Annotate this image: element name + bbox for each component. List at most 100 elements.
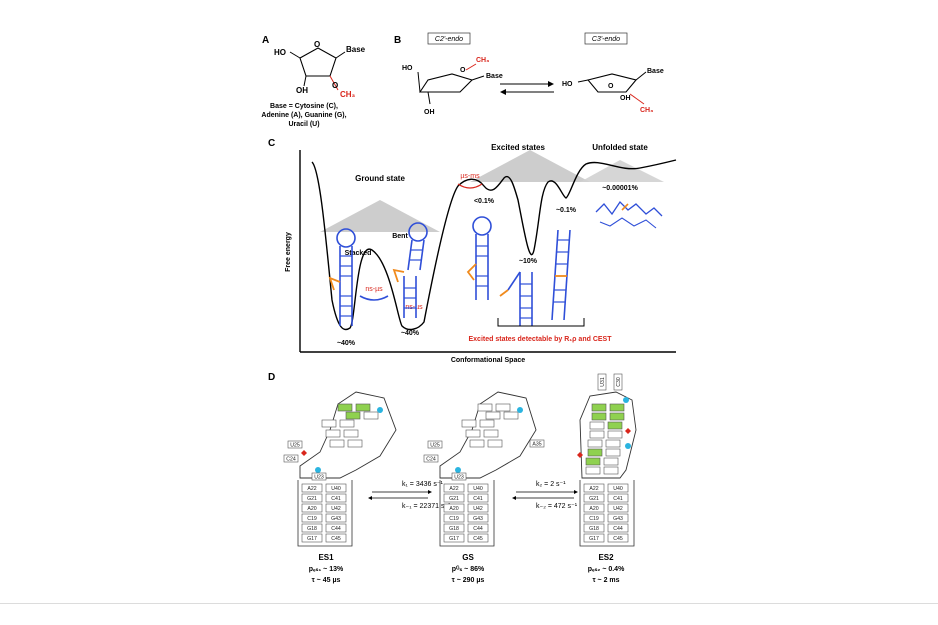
ho-label-b2: HO — [562, 81, 573, 88]
energy-landscape-curve — [311, 159, 677, 331]
es1-population: pₑₛ₁ ~ 13% — [309, 566, 344, 573]
svg-text:G21: G21 — [307, 496, 317, 502]
es1-red-mark — [301, 450, 307, 456]
svg-text:G21: G21 — [589, 496, 599, 502]
base-label-b2: Base — [647, 68, 664, 75]
svg-text:G43: G43 — [331, 516, 341, 522]
panel-d-label: D — [268, 372, 275, 383]
oh-label-b2: OH — [620, 95, 631, 102]
es2-title: ES2 — [598, 553, 614, 562]
k2-reverse: k₋₂ = 472 s⁻¹ — [536, 503, 578, 510]
pop-40-b: ~40% — [401, 330, 420, 337]
x-axis-label: Conformational Space — [451, 357, 525, 364]
svg-text:U42: U42 — [613, 506, 623, 512]
excited-state-shade — [470, 150, 590, 182]
ho-label-b1: HO — [402, 65, 413, 72]
bottom-divider — [0, 603, 938, 604]
c3-endo-ring — [587, 73, 637, 93]
c2-endo-label: C2'-endo — [435, 36, 463, 43]
es2-lifetime: τ ~ 2 ms — [592, 577, 619, 584]
c24-label-es1: C24 — [286, 457, 296, 463]
pop-01: ~0.1% — [556, 207, 577, 214]
svg-text:U42: U42 — [473, 506, 483, 512]
c30-label-es2: C30 — [616, 377, 622, 387]
svg-text:A20: A20 — [449, 506, 458, 512]
es1-marker-1 — [377, 407, 383, 413]
svg-text:G17: G17 — [589, 536, 599, 542]
ribose-ring-a — [299, 47, 337, 77]
u23-label-es1: U23 — [314, 475, 324, 481]
y-axis-label: Free energy — [285, 232, 292, 272]
ho-label-a: HO — [274, 48, 286, 57]
excited-states-label: Excited states — [491, 143, 545, 152]
hairpin-es-b — [499, 271, 533, 326]
es2-lower-stem: A22 U40 G21 C41 A20 U42 C19 G43 G18 C44 … — [579, 480, 635, 547]
base-label-b1: Base — [486, 73, 503, 80]
gs-title: GS — [462, 553, 474, 562]
es1-lifetime: τ ~ 45 µs — [312, 577, 341, 584]
svg-text:C41: C41 — [613, 496, 623, 502]
es2-stem-upper — [585, 403, 625, 475]
svg-text:A20: A20 — [589, 506, 598, 512]
svg-text:C44: C44 — [331, 526, 341, 532]
svg-text:U40: U40 — [613, 486, 623, 492]
gs-marker-1 — [517, 407, 523, 413]
svg-text:U42: U42 — [331, 506, 341, 512]
svg-text:G18: G18 — [589, 526, 599, 532]
panel-a: A HO Base O OH O CH₃ Base = Cytosine (C)… — [261, 35, 365, 128]
es1-marker-2 — [315, 467, 321, 473]
ch3-label-b2: CH₃ — [640, 107, 653, 114]
svg-text:G18: G18 — [307, 526, 317, 532]
ground-state-shade — [320, 200, 440, 232]
es2-marker-2 — [625, 443, 631, 449]
es2-marker-1 — [623, 397, 629, 403]
pop-unfolded: ~0.00001% — [602, 185, 638, 192]
gs-lifetime: τ ~ 290 µs — [452, 577, 485, 584]
base-caption-2: Adenine (A), Guanine (G), — [261, 112, 346, 119]
u23-label-gs: U23 — [454, 475, 464, 481]
svg-text:C19: C19 — [589, 516, 599, 522]
pop-10: ~10% — [519, 258, 538, 265]
ch3-label-a: CH₃ — [340, 90, 356, 99]
svg-text:C45: C45 — [473, 536, 483, 542]
base-caption-3: Uracil (U) — [288, 121, 319, 128]
svg-text:A22: A22 — [589, 486, 598, 492]
gs-population: pᴳₛ ~ 86% — [452, 566, 485, 573]
unfolded-state-label: Unfolded state — [592, 143, 648, 152]
es2-population: pₑₛ₂ ~ 0.4% — [588, 566, 625, 573]
u31-label-es2: U31 — [600, 377, 606, 387]
svg-text:C19: C19 — [449, 516, 459, 522]
svg-text:U40: U40 — [473, 486, 483, 492]
us-ms-label: µs-ms — [460, 173, 480, 180]
oh-label-a: OH — [296, 86, 308, 95]
svg-text:C44: C44 — [613, 526, 623, 532]
svg-text:C41: C41 — [331, 496, 341, 502]
ns-us-label-1: ns-µs — [365, 286, 383, 293]
svg-text:G18: G18 — [449, 526, 459, 532]
es2-structure: U31 C30 — [577, 373, 637, 479]
gs-lower-stem: A22 U40 G21 C41 A20 U42 C19 G43 G18 C44 … — [439, 480, 495, 547]
pop-lt-01: <0.1% — [474, 198, 495, 205]
k2-forward: k₂ = 2 s⁻¹ — [536, 481, 566, 488]
detectable-caption: Excited states detectable by R₁ρ and CES… — [469, 336, 613, 343]
svg-text:C45: C45 — [331, 536, 341, 542]
oh-label-b1: OH — [424, 109, 435, 116]
es1-lower-stem: A22 U40 G21 C41 A20 U42 C19 G43 G18 C44 … — [297, 480, 353, 547]
hairpin-bent — [392, 222, 428, 318]
c24-label-gs: C24 — [426, 457, 436, 463]
ch3-label-b1: CH₃ — [476, 57, 489, 64]
panel-d: D U25 C24 U23 A22 U40 G21 C41 — [268, 372, 637, 584]
es1-structure: U25 C24 U23 — [283, 391, 397, 481]
o-label-a: O — [332, 81, 338, 90]
svg-text:G21: G21 — [449, 496, 459, 502]
svg-text:A22: A22 — [449, 486, 458, 492]
svg-text:G43: G43 — [613, 516, 623, 522]
svg-text:A22: A22 — [307, 486, 316, 492]
k1-forward: k₁ = 3436 s⁻¹ — [402, 481, 444, 488]
svg-text:G43: G43 — [473, 516, 483, 522]
svg-text:G17: G17 — [307, 536, 317, 542]
a35-label-gs: A35 — [532, 442, 541, 448]
gs-structure: U25 C24 U23 A35 — [423, 391, 545, 481]
ground-state-label: Ground state — [355, 174, 405, 183]
es2-red-mark-2 — [625, 428, 631, 434]
